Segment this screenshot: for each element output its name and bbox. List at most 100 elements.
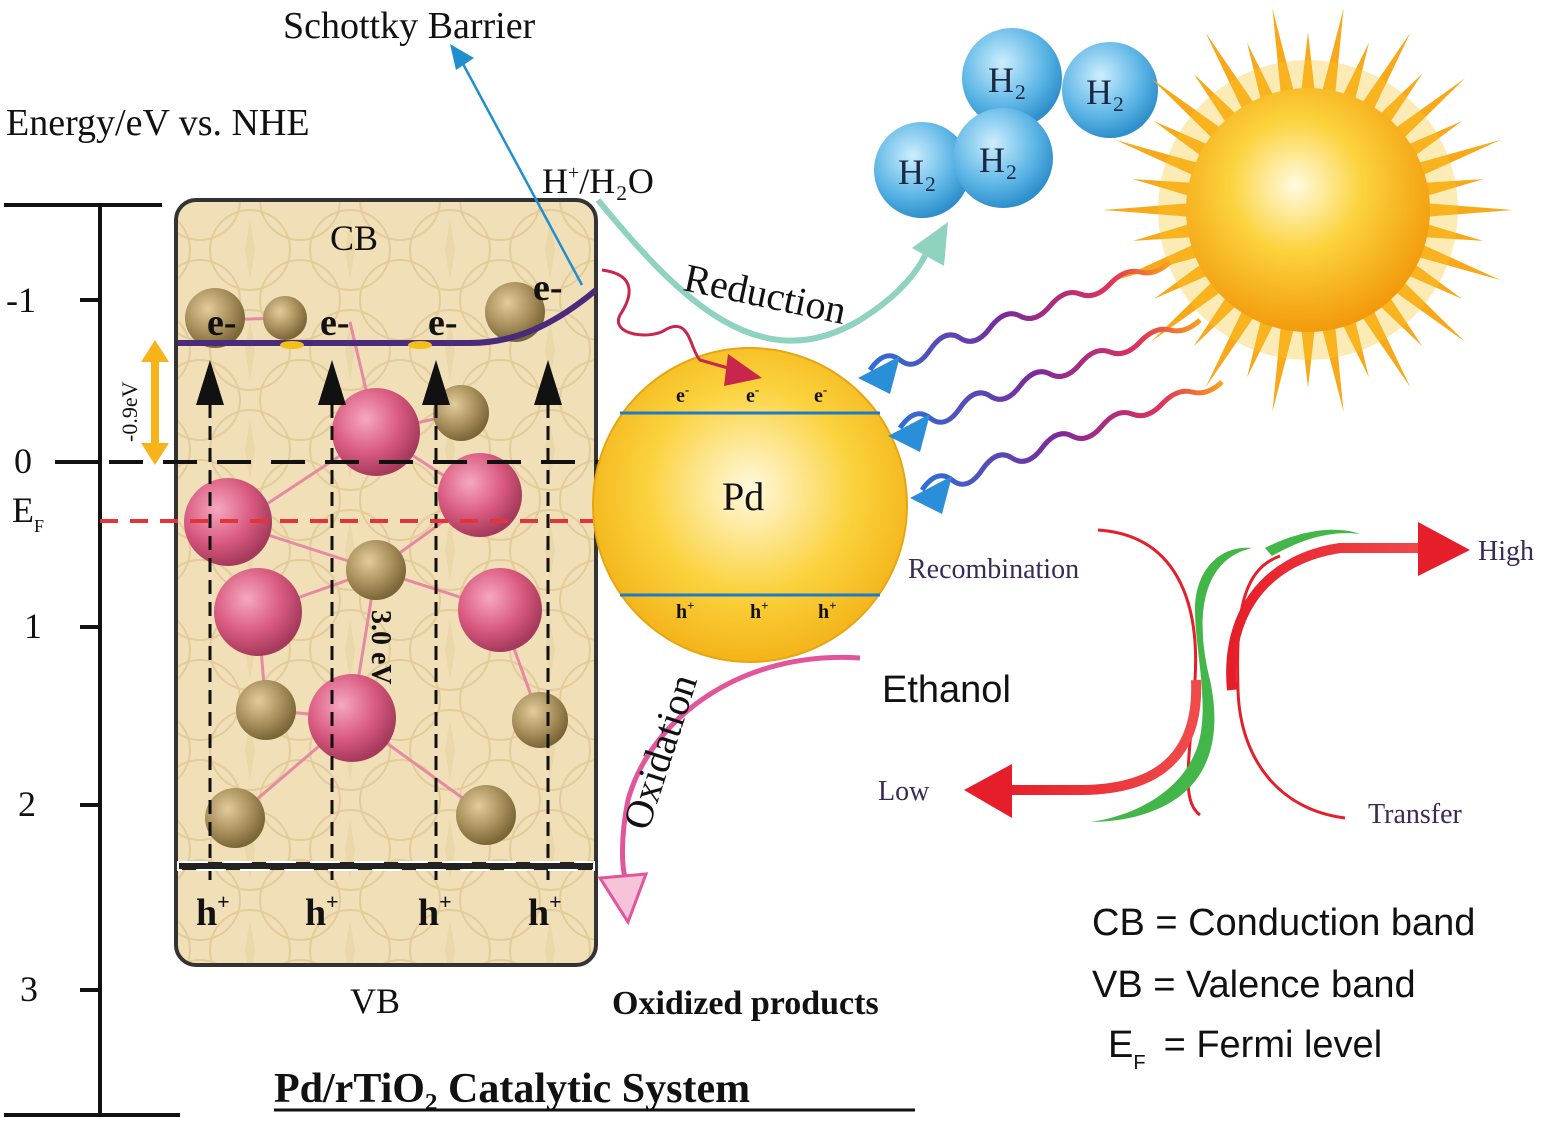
svg-text:e-: e- xyxy=(676,382,689,407)
sun-icon xyxy=(1103,8,1513,412)
excitation-arrows xyxy=(208,375,550,880)
sun-ray xyxy=(1362,32,1411,110)
excitation-arrowheads xyxy=(196,360,562,405)
sun-ray xyxy=(1379,297,1423,347)
svg-text:e-: e- xyxy=(320,302,350,344)
sun-ray xyxy=(1205,310,1254,388)
svg-text:h+: h+ xyxy=(196,889,230,934)
oxidation-label: Oxidation xyxy=(614,669,706,835)
sun-ray xyxy=(1103,203,1189,217)
h2-bubble: H₂ xyxy=(962,28,1062,128)
legend-vb: VB = Valence band xyxy=(1092,964,1416,1006)
cb-edge-line xyxy=(178,287,598,346)
svg-text:e-: e- xyxy=(428,302,458,344)
svg-text:e-: e- xyxy=(533,267,563,309)
svg-text:e-: e- xyxy=(207,302,237,344)
recombination-label: Recombination xyxy=(908,554,1079,585)
svg-text:H₂: H₂ xyxy=(988,60,1027,100)
svg-text:e-: e- xyxy=(746,382,759,407)
tio2-band-box: CB e- e- e- e- h+ h+ h+ h+ 3.0 eV VB xyxy=(174,198,598,1021)
reduction-label: Reduction xyxy=(680,255,850,333)
figure-title: Pd/rTiO₂ Catalytic System xyxy=(274,1066,915,1112)
reduction-arrow xyxy=(595,198,948,344)
oxidation-arrow xyxy=(597,654,861,926)
sun-ray xyxy=(1379,73,1423,123)
sun-ray xyxy=(1153,121,1208,156)
legend-cb: CB = Conduction band xyxy=(1092,902,1475,944)
h2-bubbles: H₂ H₂ H₂ H₂ xyxy=(874,28,1158,218)
svg-text:h+: h+ xyxy=(750,598,769,623)
svg-text:H₂: H₂ xyxy=(1086,72,1125,112)
pd-label: Pd xyxy=(722,474,764,519)
sun-ray xyxy=(1418,139,1501,176)
sun-ray xyxy=(1150,78,1221,139)
h2-bubble: H₂ xyxy=(1062,42,1158,138)
legend: CB = Conduction band VB = Valence band E… xyxy=(1092,902,1475,1074)
ethanol-label: Ethanol xyxy=(882,669,1011,711)
axis-label: Energy/eV vs. NHE xyxy=(6,102,310,144)
offset-label: -0.9eV xyxy=(117,381,142,442)
offset-arrow: -0.9eV xyxy=(117,340,169,465)
sun-ray xyxy=(1418,244,1501,281)
sun-ray xyxy=(1132,179,1192,196)
svg-text:h+: h+ xyxy=(818,598,837,623)
sun-ray xyxy=(1408,121,1463,156)
pd-holes: h+ h+ h+ xyxy=(676,598,837,623)
sun-ray xyxy=(1408,264,1463,299)
sun-ray xyxy=(1247,42,1274,100)
sun-ray xyxy=(1115,139,1198,176)
pd-sphere: Pd e- e- e- h+ h+ h+ xyxy=(592,347,908,663)
svg-text:h+: h+ xyxy=(676,598,695,623)
sun-ray xyxy=(1132,224,1192,241)
svg-text:e-: e- xyxy=(814,382,827,407)
svg-text:h+: h+ xyxy=(418,889,452,934)
svg-text:h+: h+ xyxy=(305,889,339,934)
proton-water-label: H+/H₂O xyxy=(542,161,654,201)
fermi-axis-label: EF xyxy=(12,490,44,536)
sun-ray xyxy=(1272,326,1294,412)
sun-ray xyxy=(1150,281,1221,342)
sun-ray xyxy=(1424,179,1484,196)
tick-label-0: 0 xyxy=(14,441,32,481)
sun-ray xyxy=(1153,264,1208,299)
sun-ray xyxy=(1322,326,1344,412)
schottky-label: Schottky Barrier xyxy=(283,5,536,47)
tick-label-1: 1 xyxy=(24,606,42,646)
sun-ray xyxy=(1342,42,1369,100)
light-waves xyxy=(867,260,1224,492)
energy-axis: Energy/eV vs. NHE -1 0 1 2 3 EF xyxy=(4,102,310,1117)
sun-ray xyxy=(1193,73,1237,123)
sun-ray xyxy=(1395,78,1466,139)
sun-ray xyxy=(1301,32,1315,91)
ti-atoms xyxy=(184,388,542,762)
tick-label-3: 3 xyxy=(20,969,38,1009)
transfer-label: Transfer xyxy=(1368,799,1463,830)
title-text: Pd/rTiO₂ Catalytic System xyxy=(274,1066,750,1112)
svg-text:H₂: H₂ xyxy=(979,140,1018,180)
cb-label: CB xyxy=(330,218,378,258)
legend-ef: EF= Fermi level xyxy=(1108,1024,1382,1074)
electron-transfer-arrow xyxy=(601,268,762,386)
sun-ray xyxy=(1427,203,1513,217)
low-label: Low xyxy=(878,776,930,807)
band-gap-label: 3.0 eV xyxy=(365,610,396,685)
h2-bubble: H₂ xyxy=(953,108,1053,208)
o-atoms xyxy=(185,282,568,848)
sun-ray xyxy=(1247,320,1274,378)
sun-ray xyxy=(1322,8,1344,94)
schottky-arrow: Schottky Barrier xyxy=(283,5,584,286)
cb-edge-sparks xyxy=(280,341,432,349)
light-wave-heads xyxy=(858,356,952,514)
svg-text:H₂: H₂ xyxy=(898,152,937,192)
vb-edge-strip xyxy=(177,861,595,871)
h2-bubble: H₂ xyxy=(874,122,970,218)
oxidized-products-label: Oxidized products xyxy=(612,985,879,1022)
sun-ray xyxy=(1193,297,1237,347)
sun-ray xyxy=(1205,32,1254,110)
tick-label-2: 2 xyxy=(18,784,36,824)
sun-ray xyxy=(1272,8,1294,94)
pd-electrons: e- e- e- xyxy=(676,382,827,407)
sun-ray xyxy=(1395,281,1466,342)
tick-label-minus1: -1 xyxy=(6,280,36,320)
